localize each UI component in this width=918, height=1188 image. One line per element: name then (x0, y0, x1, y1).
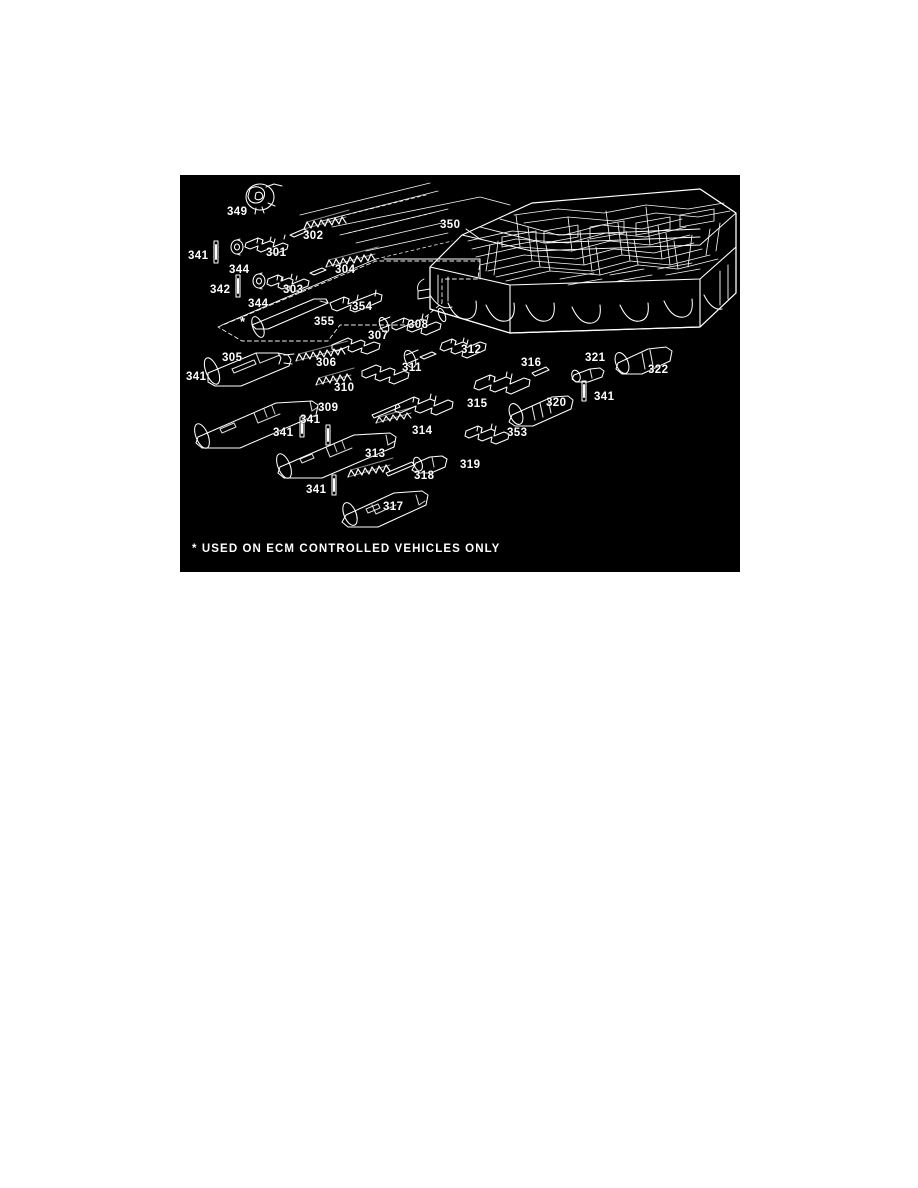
part-344-plug-row2 (252, 272, 266, 290)
ecm-asterisk-marker: * (240, 314, 246, 329)
callout-312: 312 (461, 344, 482, 356)
callout-316: 316 (521, 357, 542, 369)
callout-353: 353 (507, 427, 528, 439)
part-315-valve (371, 393, 454, 419)
part-309-sleeve (194, 400, 319, 449)
callout-311: 311 (402, 362, 422, 374)
callout-309: 309 (318, 402, 339, 414)
part-311-valve (361, 349, 437, 385)
part-310-spring (315, 367, 355, 386)
part-306-spring (295, 340, 349, 362)
part-341-clip-c2 (325, 424, 331, 446)
part-316-valve (473, 366, 550, 395)
part-318-spring (347, 457, 394, 478)
part-302-spring (303, 209, 350, 230)
part-344-plug-row1 (230, 238, 244, 256)
callout-341: 341 (188, 250, 209, 262)
part-317-sleeve (341, 490, 429, 528)
part-342-clip (235, 274, 241, 298)
part-307-valve (331, 316, 391, 355)
part-319-valve (385, 455, 448, 477)
part-321-valve (571, 367, 605, 383)
callout-355: 355 (314, 316, 335, 328)
part-341-clip-row1 (213, 240, 219, 264)
callout-344b: 344 (248, 298, 269, 310)
callout-342: 342 (210, 284, 231, 296)
callout-307: 307 (368, 330, 389, 342)
part-354-valve (329, 289, 383, 313)
callout-315: 315 (467, 398, 488, 410)
callout-310: 310 (334, 382, 355, 394)
part-322-sleeve (614, 346, 673, 375)
part-353-valve (464, 423, 510, 445)
figure-footnote: * USED ON ECM CONTROLLED VEHICLES ONLY (192, 543, 501, 555)
callout-354: 354 (352, 301, 373, 313)
part-320-sleeve (508, 395, 574, 427)
part-303-valve (266, 267, 327, 293)
callout-319: 319 (460, 459, 481, 471)
callout-313: 313 (365, 448, 386, 460)
callout-341c: 341 (594, 391, 615, 403)
callout-344: 344 (229, 264, 250, 276)
callout-303: 303 (283, 284, 304, 296)
part-308-valve (391, 307, 447, 336)
part-305-sleeve (203, 352, 295, 387)
callout-308: 308 (408, 319, 429, 331)
part-312-valve (439, 337, 487, 359)
part-341-clip-right (581, 380, 587, 402)
callout-317: 317 (383, 501, 404, 513)
exploded-diagram-artwork (194, 182, 737, 528)
callout-322: 322 (648, 364, 669, 376)
callout-349: 349 (227, 206, 248, 218)
part-341-clip-bottom (331, 474, 337, 496)
callout-302: 302 (303, 230, 324, 242)
part-350-valve-body (417, 188, 737, 334)
callout-341b: 341 (186, 371, 207, 383)
figure-panel: 349 341 344 301 302 342 344 303 304 354 … (180, 175, 740, 572)
part-349-solenoid (245, 183, 283, 215)
callout-304: 304 (335, 264, 356, 276)
callout-341d: 341 (273, 427, 294, 439)
part-301-valve (244, 228, 309, 255)
callout-314: 314 (412, 425, 433, 437)
callout-306: 306 (316, 357, 337, 369)
callout-318: 318 (414, 470, 435, 482)
part-313-sleeve (276, 432, 397, 479)
callout-341e: 341 (300, 414, 321, 426)
callout-305: 305 (222, 352, 243, 364)
callout-350: 350 (440, 219, 461, 231)
callout-341f: 341 (306, 484, 327, 496)
callout-301: 301 (266, 247, 287, 259)
part-355-sleeve (251, 298, 329, 338)
callout-321: 321 (585, 352, 606, 364)
callout-320: 320 (546, 397, 567, 409)
part-314-valve (375, 406, 415, 424)
part-341-clip-c1 (299, 416, 305, 438)
ecm-group-outline (217, 260, 481, 342)
part-304-spring (325, 246, 379, 268)
